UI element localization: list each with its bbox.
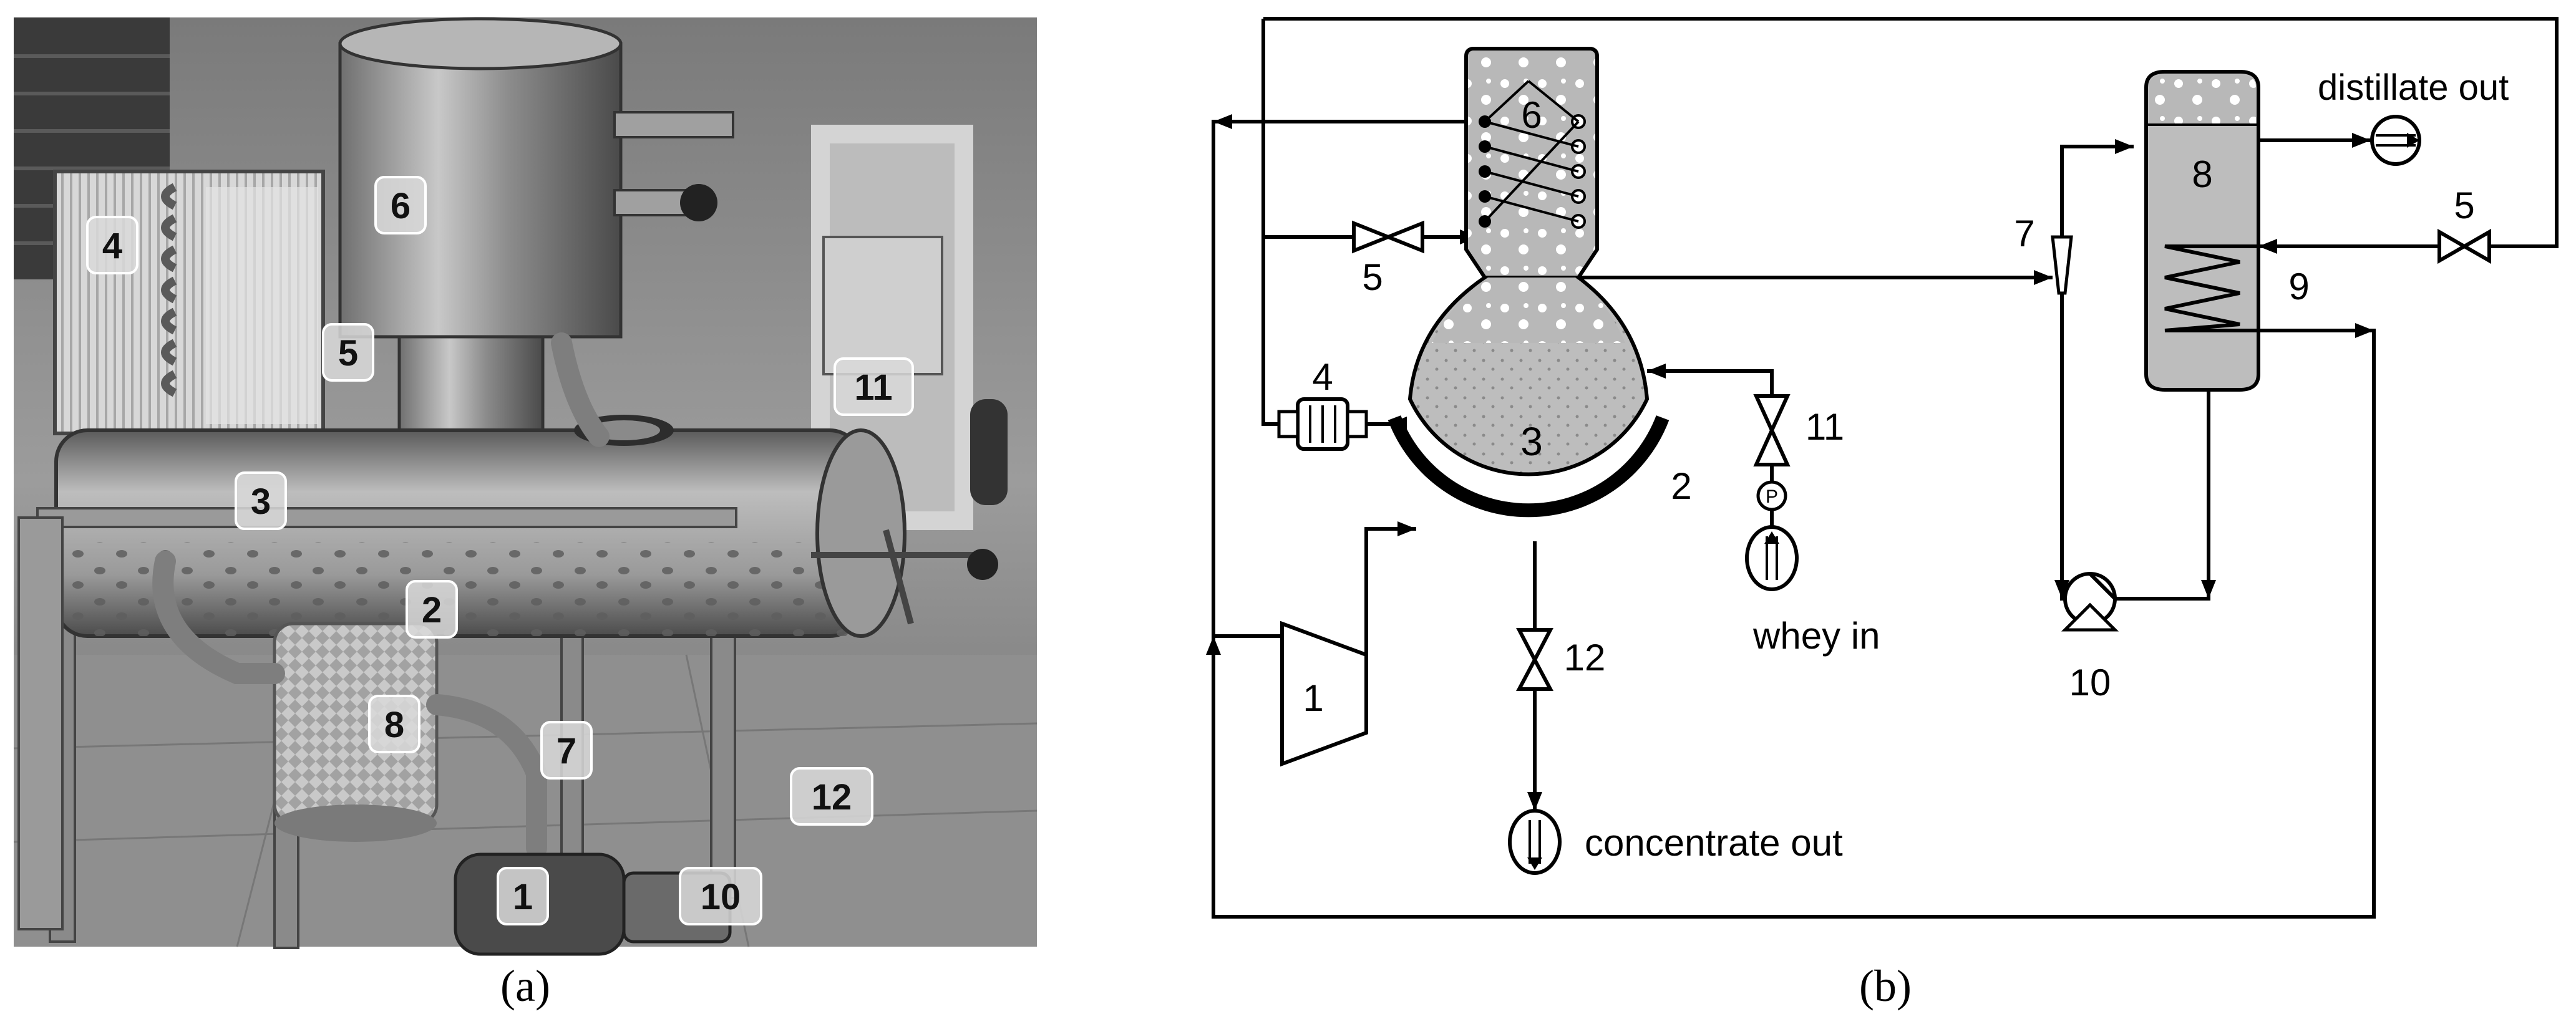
label-2: 2 [1671, 465, 1691, 507]
whey-inlet-symbol [1745, 525, 1799, 591]
distillate-outlet-symbol [2370, 115, 2421, 166]
concentrate-out-label: concentrate out [1585, 822, 1843, 864]
label-5-left: 5 [1362, 256, 1383, 298]
schematic-panel: P [1206, 17, 2559, 919]
receiver-tank [2144, 70, 2260, 392]
photo-badge-11: 11 [834, 357, 914, 416]
distillate-out-label: distillate out [2318, 67, 2509, 108]
piping-lines [1212, 17, 2559, 919]
svg-text:12: 12 [812, 777, 852, 818]
label-10: 10 [2069, 662, 2111, 703]
separator-column [1464, 47, 1599, 279]
photo-badge-6: 6 [374, 176, 427, 234]
photo-badge-10: 10 [679, 867, 762, 925]
valve-11 [1753, 394, 1791, 466]
svg-text:5: 5 [338, 333, 358, 374]
evaporator-vessel [1388, 276, 1670, 518]
svg-text:4: 4 [102, 226, 122, 266]
caption-b: (b) [1859, 961, 1912, 1011]
pressure-gauge: P [1756, 480, 1787, 511]
label-4: 4 [1312, 356, 1333, 398]
svg-text:10: 10 [701, 877, 741, 917]
svg-text:1: 1 [513, 877, 533, 917]
caption-a: (a) [500, 961, 550, 1011]
flow-arrows [1206, 114, 2374, 811]
column-coil [1479, 80, 1586, 229]
schematic-labels: 6 5 4 3 2 11 12 1 7 8 9 5 10 [1303, 94, 2474, 719]
pump-symbol [2061, 572, 2119, 632]
svg-text:11: 11 [854, 367, 892, 408]
svg-text:6: 6 [391, 186, 411, 226]
label-9: 9 [2288, 266, 2309, 307]
label-5-right: 5 [2454, 185, 2474, 226]
label-8: 8 [2192, 153, 2212, 195]
svg-text:7: 7 [557, 731, 576, 771]
label-12: 12 [1564, 637, 1606, 679]
pipework [152, 332, 610, 859]
svg-text:P: P [1766, 486, 1778, 507]
photo-badge-12: 12 [790, 767, 873, 826]
photo-panel: 4 6 5 11 3 2 8 7 12 1 10 [13, 17, 1038, 956]
condenser-unit [53, 170, 325, 435]
svg-text:8: 8 [384, 705, 404, 745]
valve-5-left [1352, 220, 1424, 254]
label-1: 1 [1303, 677, 1323, 719]
photo-badges: 4 6 5 11 3 2 8 7 12 1 10 [86, 176, 914, 925]
electrical-box [822, 236, 943, 375]
whey-in-label: whey in [1752, 615, 1880, 657]
insulated-tank [273, 622, 439, 842]
compressor-symbol [1280, 621, 1368, 767]
valve-12 [1516, 628, 1553, 691]
photo-badge-5: 5 [322, 323, 374, 382]
label-3: 3 [1520, 419, 1543, 464]
concentrate-outlet-symbol [1508, 809, 1562, 875]
photo-badge-1: 1 [497, 867, 549, 925]
filter-dryer [1277, 397, 1368, 451]
photo-badge-8: 8 [368, 695, 420, 753]
svg-text:2: 2 [422, 590, 442, 630]
fire-extinguisher [970, 399, 1008, 505]
photo-badge-4: 4 [86, 216, 139, 274]
photo-badge-2: 2 [406, 580, 458, 639]
label-11: 11 [1806, 406, 1844, 448]
svg-text:3: 3 [251, 481, 271, 522]
valve-5-right [2437, 228, 2491, 264]
label-7: 7 [2014, 213, 2034, 254]
photo-badge-3: 3 [235, 471, 287, 530]
photo-badge-7: 7 [540, 721, 593, 780]
top-vessel [338, 17, 734, 457]
label-6: 6 [1521, 94, 1542, 136]
expansion-valve [2051, 235, 2073, 295]
